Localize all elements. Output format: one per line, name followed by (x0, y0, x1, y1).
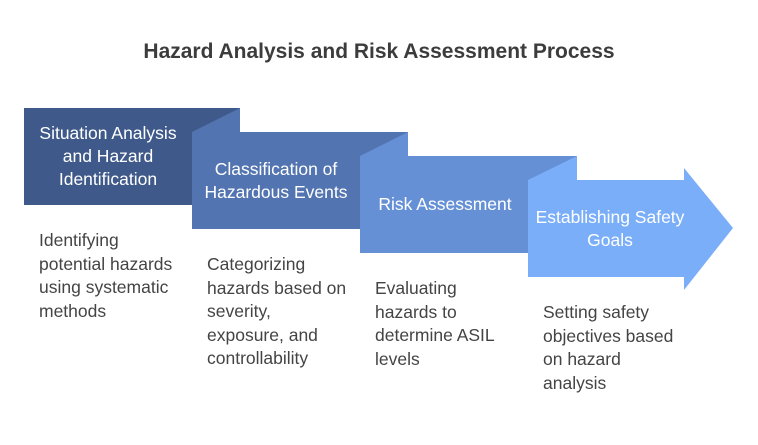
step-4-description: Setting safety objectives based on hazar… (543, 302, 674, 393)
step-3-description: Evaluating hazards to determine ASIL lev… (375, 278, 495, 369)
step-3-label: Risk Assessment (378, 194, 512, 214)
step-3-shape (360, 132, 577, 253)
diagram-title: Hazard Analysis and Risk Assessment Proc… (143, 40, 615, 63)
step-2-label: Classification of Hazardous Events (204, 158, 348, 202)
step-1-label: Situation Analysis and Hazard Identifica… (39, 123, 177, 189)
step-1-description: Identifying potential hazards using syst… (39, 230, 173, 321)
step-2-description: Categorizing hazards based on severity, … (207, 254, 347, 368)
step-4-label: Establishing Safety Goals (535, 206, 685, 250)
step-4-arrow-shape (528, 156, 733, 290)
step-1-shape (24, 108, 240, 205)
step-2-shape (192, 108, 408, 229)
